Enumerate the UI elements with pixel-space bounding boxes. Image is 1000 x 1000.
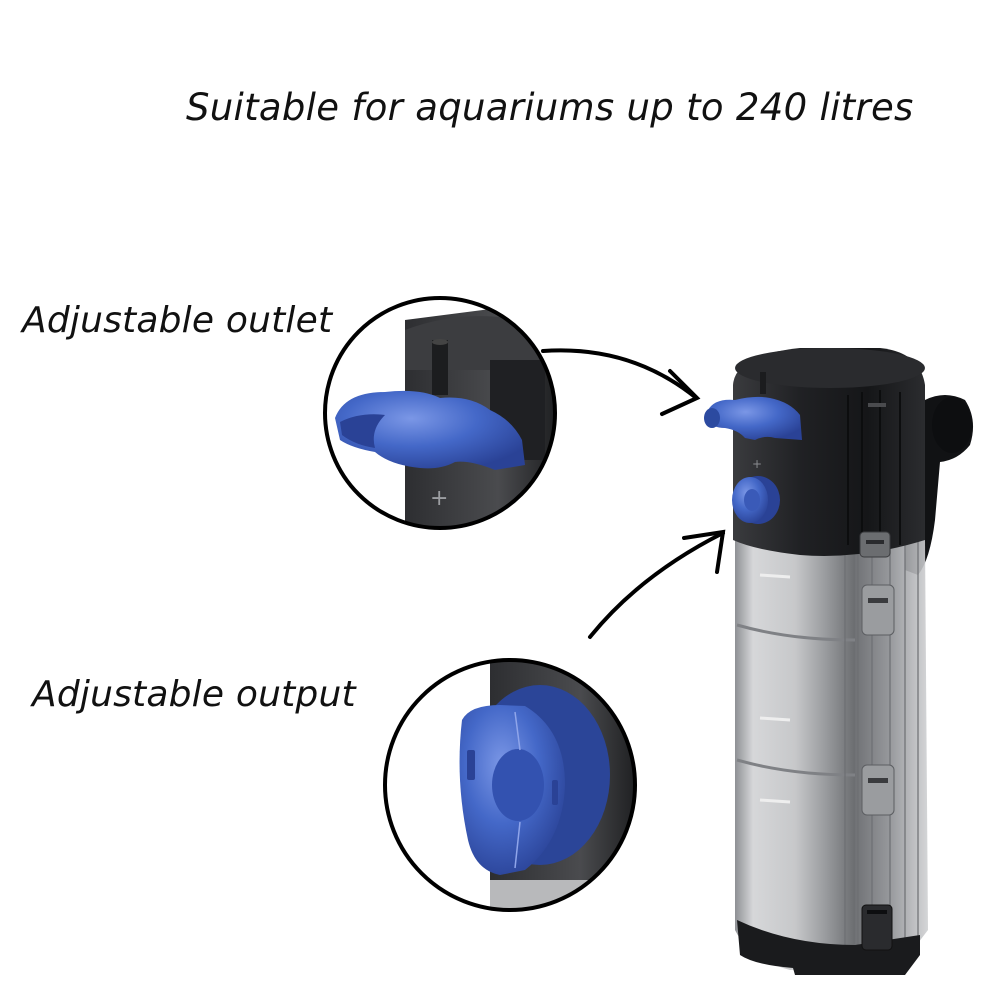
flow-knob-icon (732, 476, 780, 524)
arrow-to-outlet-icon (541, 348, 701, 416)
callout-label-output: Adjustable output (32, 674, 356, 715)
zoom-circle-output (383, 658, 637, 912)
svg-text:+: + (430, 486, 448, 511)
filter-body: + (704, 348, 974, 975)
arrow-to-output-icon (588, 529, 726, 639)
plus-marking: + (752, 457, 762, 471)
outlet-nozzle-icon (704, 372, 802, 440)
callout-label-outlet: Adjustable outlet (22, 300, 333, 341)
headline: Suitable for aquariums up to 240 litres (186, 86, 914, 129)
zoom-circle-outlet: + (323, 296, 557, 530)
